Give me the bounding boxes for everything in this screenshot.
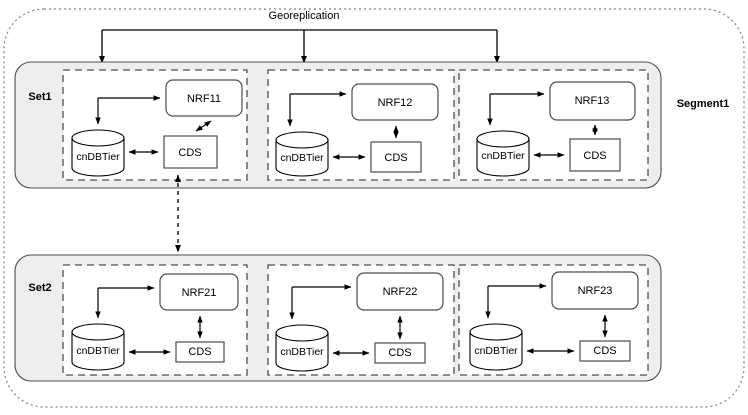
cndbtier-node-label: cnDBTier	[76, 151, 120, 163]
nrf-node[interactable]	[351, 83, 439, 121]
cds-node[interactable]	[579, 340, 631, 362]
segment-boundary	[3, 8, 745, 408]
set2-cell-2: NRF22 cnDBTier CDS	[267, 264, 455, 376]
edge-cds-nrf-bidir	[195, 120, 212, 132]
set2-label: Set2	[28, 282, 51, 294]
cndbtier-node[interactable]	[71, 129, 125, 177]
nrf-node-label: NRF22	[383, 286, 418, 298]
cds-node[interactable]	[569, 138, 621, 172]
cds-node-label: CDS	[178, 147, 201, 159]
cds-node[interactable]	[163, 135, 218, 169]
cndbtier-node-label: cnDBTier	[280, 346, 324, 358]
cds-node-label: CDS	[593, 345, 616, 357]
cds-node[interactable]	[374, 342, 426, 364]
cndbtier-node-label: cnDBTier	[280, 152, 324, 164]
nrf-node-label: NRF23	[578, 285, 613, 297]
set2-cell-3: NRF23 cnDBTier CDS	[458, 264, 649, 376]
cds-node[interactable]	[370, 141, 422, 173]
nrf-node[interactable]	[165, 79, 243, 117]
cndbtier-node[interactable]	[275, 324, 329, 372]
nrf-node-label: NRF12	[378, 97, 413, 109]
cds-node-label: CDS	[188, 346, 211, 358]
cndbtier-node-label: cnDBTier	[76, 345, 120, 357]
nrf-node[interactable]	[551, 271, 639, 310]
cds-node[interactable]	[175, 341, 225, 363]
nrf-node-label: NRF21	[182, 287, 217, 299]
georeplication-bus	[99, 29, 500, 64]
cndbtier-node[interactable]	[476, 130, 530, 177]
cds-node-label: CDS	[388, 347, 411, 359]
set1-label: Set1	[28, 91, 51, 103]
nrf-node[interactable]	[549, 81, 636, 121]
nrf-node-label: NRF13	[575, 95, 610, 107]
cds-node-label: CDS	[384, 152, 407, 164]
set2-cell-1: NRF21 cnDBTier CDS	[62, 264, 248, 376]
cndbtier-node-label: cnDBTier	[481, 150, 525, 162]
segment-label: Segment1	[677, 98, 730, 110]
cndbtier-node[interactable]	[275, 131, 329, 177]
cndbtier-node-label: cnDBTier	[474, 345, 518, 357]
set1-cell-1: NRF11 cnDBTier CDS	[62, 69, 248, 181]
nrf-node[interactable]	[159, 273, 239, 311]
set1-cell-2: NRF12 cnDBTier CDS	[267, 69, 455, 181]
nrf-node[interactable]	[356, 272, 444, 311]
cds-node-label: CDS	[583, 150, 606, 162]
georeplication-label: Georeplication	[269, 10, 340, 22]
nrf-node-label: NRF11	[187, 93, 221, 105]
set1-cell-3: NRF13 cnDBTier CDS	[458, 69, 649, 181]
cndbtier-node[interactable]	[469, 323, 523, 371]
cndbtier-node[interactable]	[71, 323, 125, 371]
